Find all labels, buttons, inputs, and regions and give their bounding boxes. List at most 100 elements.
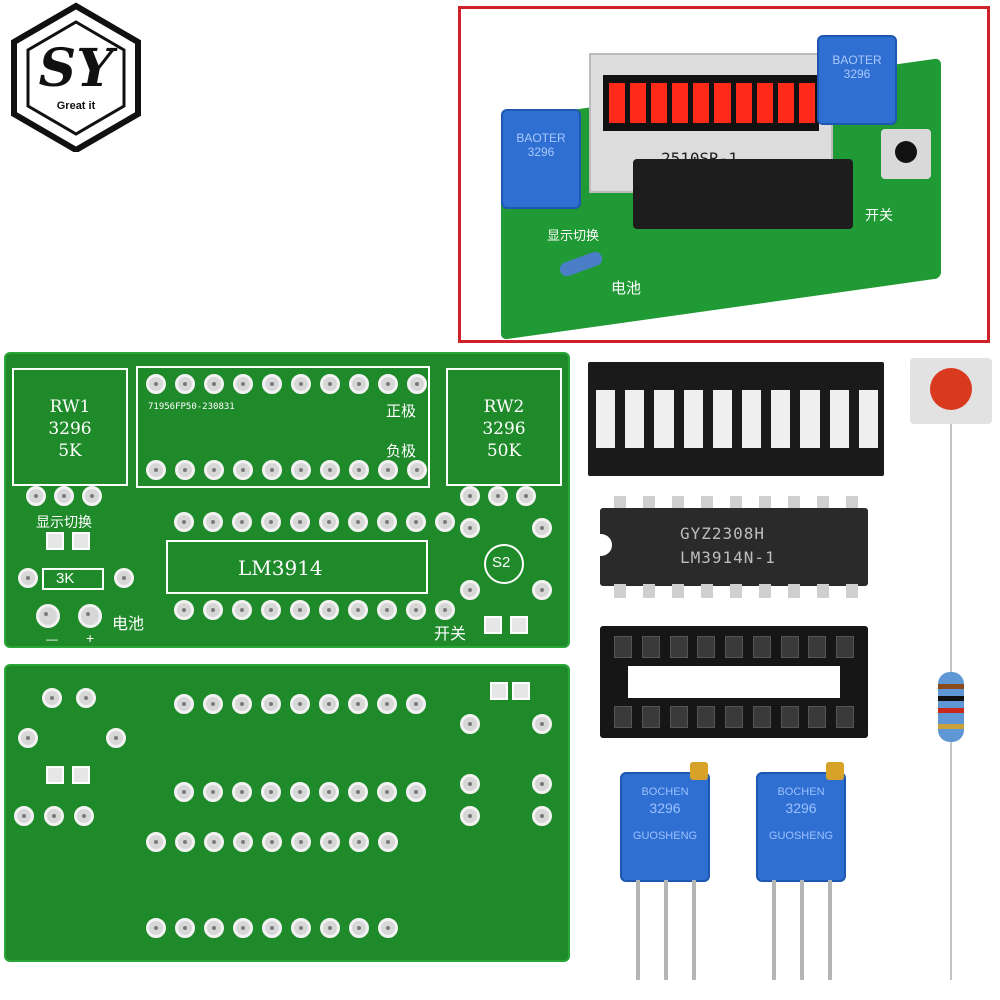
switch-label: 开关 <box>434 626 467 643</box>
pad <box>460 714 480 734</box>
pad <box>146 918 166 938</box>
pad <box>460 806 480 826</box>
socket-contact <box>725 636 743 658</box>
socket-contact <box>669 636 688 658</box>
ic-pin <box>730 496 742 510</box>
socket-contact <box>752 706 771 728</box>
pad <box>203 782 223 802</box>
ic-pin <box>759 496 771 510</box>
right-potentiometer: BAOTER 3296 <box>817 35 897 125</box>
pad <box>233 832 253 852</box>
led-segment <box>858 390 879 448</box>
pcb-code: 71956FP50-230831 <box>148 402 235 412</box>
ic-pin <box>817 584 829 598</box>
led-segment <box>654 390 674 448</box>
pad <box>460 518 480 538</box>
plus-label: + <box>86 630 95 646</box>
led-segment <box>672 83 689 123</box>
loose-resistor <box>938 672 964 742</box>
led-segment <box>829 390 849 448</box>
pad <box>510 616 528 634</box>
assembled-ic <box>633 159 853 229</box>
negative-label: 负极 <box>386 443 417 460</box>
led-segment <box>798 83 815 123</box>
potentiometer-2: BOCHEN 3296 GUOSHENG <box>756 762 846 882</box>
resistor-silk-label: 3K <box>56 570 75 587</box>
potentiometer-1: BOCHEN 3296 GUOSHENG <box>620 762 710 882</box>
brand-logo: SY Great it <box>8 2 144 154</box>
pad <box>532 806 552 826</box>
pad <box>174 782 194 802</box>
pad <box>82 486 102 506</box>
socket-contact <box>780 706 799 728</box>
pad <box>319 600 339 620</box>
pad <box>349 460 369 480</box>
pad <box>488 486 508 506</box>
pad <box>232 512 252 532</box>
led-segment <box>800 390 820 448</box>
socket-contact <box>808 636 827 658</box>
pad <box>348 782 368 802</box>
pad <box>406 600 426 620</box>
pcb-back <box>4 664 570 962</box>
pad <box>233 374 253 394</box>
led-segment <box>693 83 710 123</box>
pad <box>18 728 38 748</box>
pad <box>319 782 339 802</box>
socket-contact <box>725 706 743 728</box>
led-segment <box>683 390 703 448</box>
pad <box>146 374 166 394</box>
pad <box>348 694 368 714</box>
pad <box>406 782 426 802</box>
pad <box>174 694 194 714</box>
pad <box>175 460 195 480</box>
ic-pin <box>817 496 829 510</box>
pad <box>261 600 281 620</box>
ic-pin <box>643 584 655 598</box>
tactile-button <box>881 129 931 179</box>
pad <box>203 694 223 714</box>
pad <box>174 512 194 532</box>
pad <box>42 688 62 708</box>
pad <box>204 832 224 852</box>
pad <box>175 918 195 938</box>
pad <box>320 460 340 480</box>
pad <box>232 782 252 802</box>
left-potentiometer: BAOTER 3296 <box>501 109 581 209</box>
pad <box>261 694 281 714</box>
ic-pin <box>846 496 858 510</box>
pad <box>377 600 397 620</box>
pad <box>44 806 64 826</box>
ic-pin <box>672 496 684 510</box>
pad <box>532 774 552 794</box>
pad <box>74 806 94 826</box>
led-segment <box>771 390 791 448</box>
loose-tactile-switch <box>910 358 992 424</box>
pad <box>348 600 368 620</box>
pad <box>72 766 90 784</box>
pad <box>290 512 310 532</box>
socket-contact <box>614 706 632 728</box>
assembled-photo-frame: 2510SR-1 BAOTER 3296 BAOTER 3296 显示切换 电池… <box>458 6 990 343</box>
photo-switch-label: 开关 <box>865 207 893 223</box>
socket-contact <box>614 636 632 658</box>
pad <box>291 460 311 480</box>
pad <box>378 918 398 938</box>
pad <box>175 374 195 394</box>
minus-label: — <box>46 632 58 646</box>
ic-pin <box>614 496 626 510</box>
photo-battery-label: 电池 <box>611 280 642 297</box>
led-segment <box>609 83 626 123</box>
pad <box>290 782 310 802</box>
pad <box>232 694 252 714</box>
pad <box>406 512 426 532</box>
ic-marking-2: LM3914N-1 <box>680 548 776 567</box>
s2-label: S2 <box>492 554 511 571</box>
pad <box>78 604 102 628</box>
pad <box>291 374 311 394</box>
pad <box>291 832 311 852</box>
socket-contact <box>669 706 688 728</box>
pad <box>232 600 252 620</box>
